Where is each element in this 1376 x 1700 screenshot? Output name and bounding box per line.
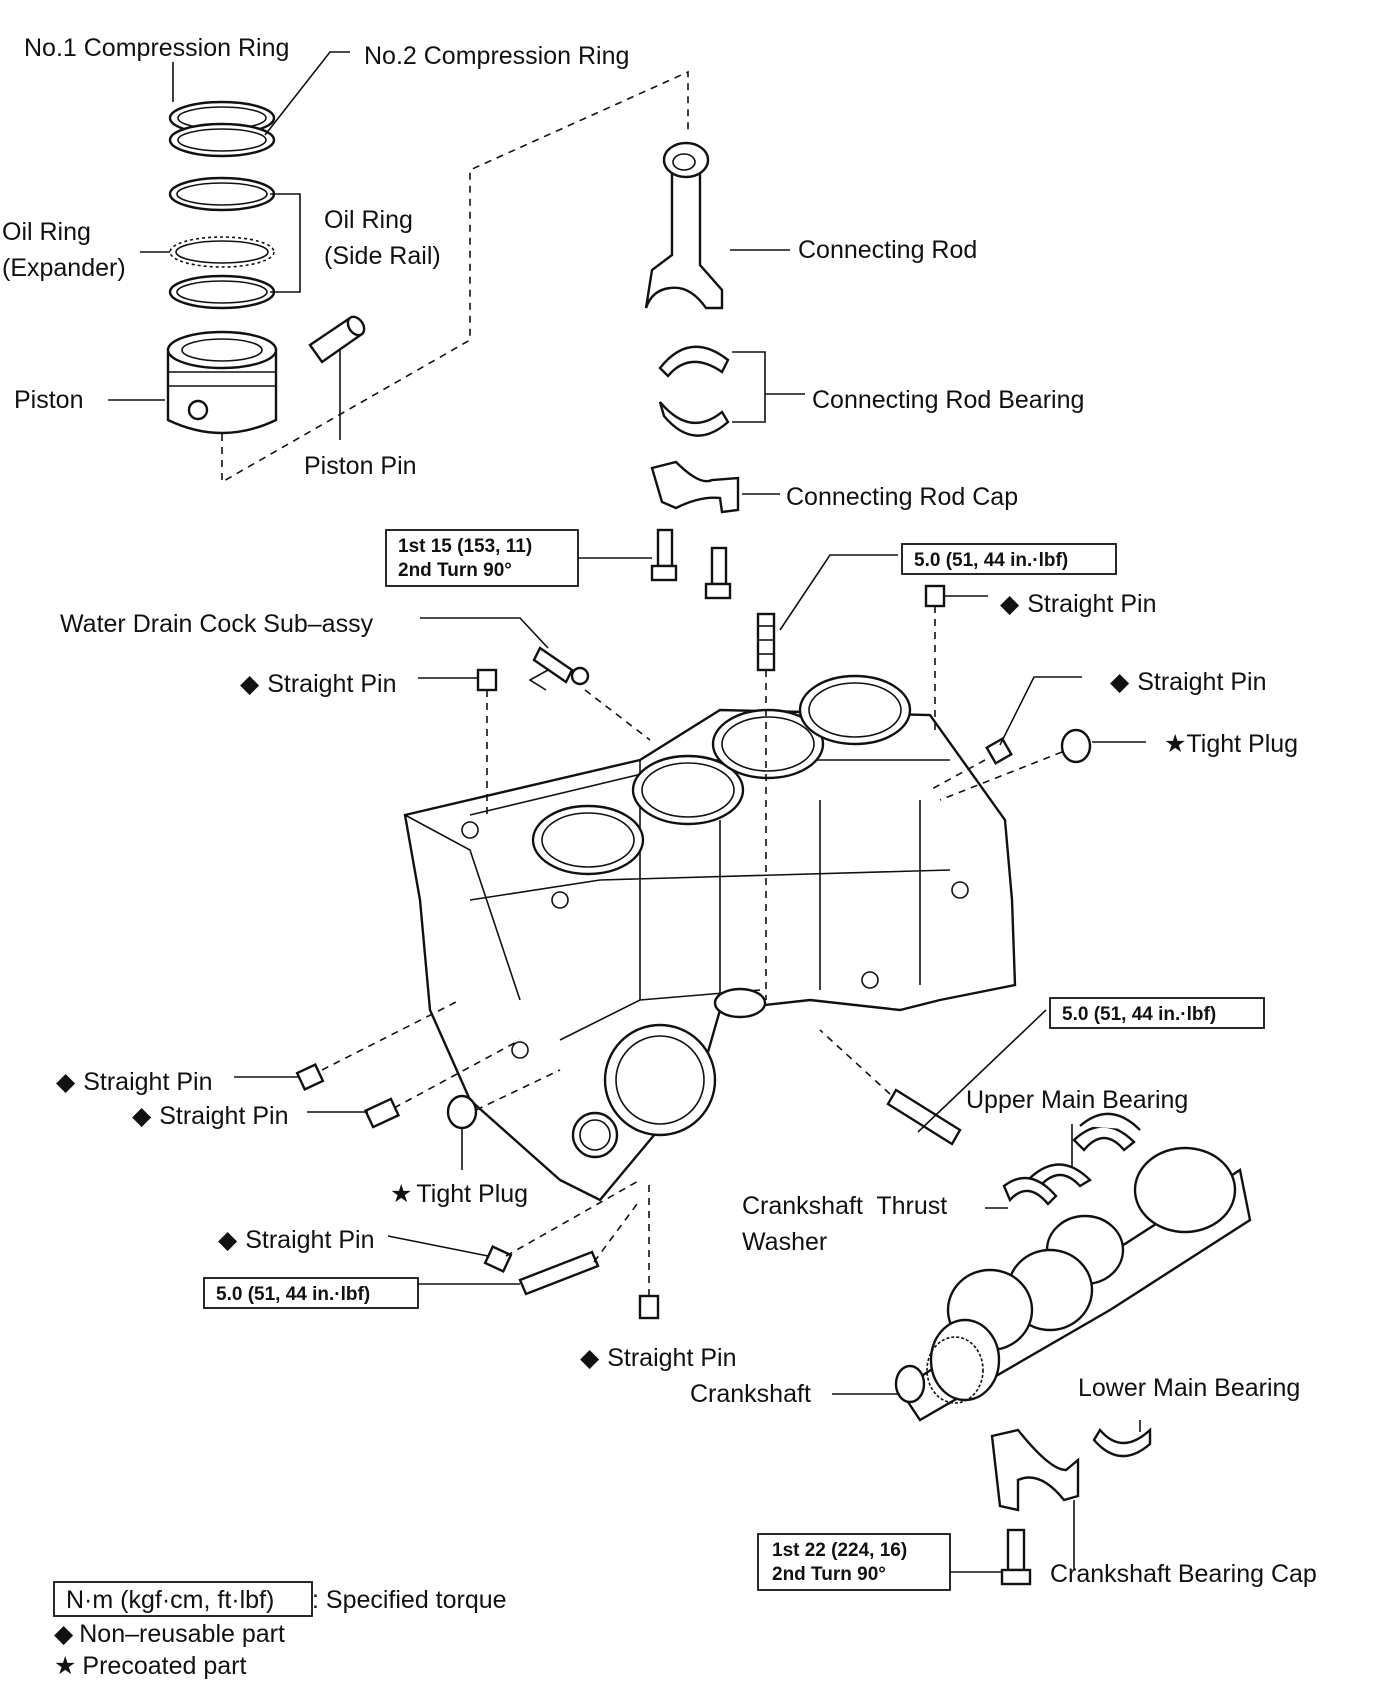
non-reusable-diamond-icon: ◆ [1110,668,1130,696]
oil-ring-side-rail-bottom [168,274,276,310]
connecting-rod-bearing-lower [658,401,730,437]
torque-box-stud-right: 5.0 (51, 44 in.·lbf) [1049,997,1265,1029]
legend-precoated: ★Precoated part [54,1652,246,1680]
connecting-rod-bearing-upper [658,345,730,378]
label-piston: Piston [14,386,83,414]
label-straight-pin-1: ◆Straight Pin [240,670,396,698]
svg-text:1st 15 (153, 11): 1st 15 (153, 11) [398,536,532,557]
oil-ring-expander [169,236,275,268]
water-drain-cock [528,646,590,691]
torque-box-stud-left: 5.0 (51, 44 in.·lbf) [203,1277,419,1309]
non-reusable-diamond-icon: ◆ [240,670,260,698]
label-straight-pin-2: ◆Straight Pin [1000,590,1156,618]
stud-bolt-right [886,1088,962,1146]
torque-box-rod-bolt: 1st 15 (153, 11) 2nd Turn 90° [385,529,579,587]
label-upper-main-bearing: Upper Main Bearing [966,1086,1188,1114]
non-reusable-diamond-icon: ◆ [1000,590,1020,618]
non-reusable-diamond-icon: ◆ [132,1102,152,1130]
label-connecting-rod-bearing: Connecting Rod Bearing [812,386,1084,414]
torque-box-cap-bolt: 1st 22 (224, 16) 2nd Turn 90° [757,1533,951,1591]
precoated-star-icon: ★ [1164,730,1186,758]
label-tight-plug-1: ★Tight Plug [1164,730,1298,758]
label-lower-main-bearing: Lower Main Bearing [1078,1374,1300,1402]
svg-text:5.0 (51, 44 in.·lbf): 5.0 (51, 44 in.·lbf) [914,550,1068,571]
upper-main-bearings [1028,1112,1141,1188]
piston [166,330,278,435]
stud-bolt-top [756,612,776,672]
thrust-washer [1002,1176,1058,1206]
stud-bolt-left [518,1250,600,1296]
label-oil-ring-side-line2: (Side Rail) [324,242,441,270]
label-straight-pin-6: ◆Straight Pin [218,1226,374,1254]
torque-box-stud-top: 5.0 (51, 44 in.·lbf) [901,543,1117,575]
label-no2-compression-ring: No.2 Compression Ring [364,42,629,70]
cylinder-block [403,674,1017,1202]
connecting-rod-bolts [650,528,732,600]
label-oil-ring-expander-line2: (Expander) [2,254,126,282]
label-straight-pin-7: ◆Straight Pin [580,1344,736,1372]
label-crankshaft-thrust-line1: Crankshaft Thrust [742,1192,947,1220]
label-crankshaft: Crankshaft [690,1380,811,1408]
label-crankshaft-bearing-cap: Crankshaft Bearing Cap [1050,1560,1317,1588]
svg-text:5.0 (51, 44 in.·lbf): 5.0 (51, 44 in.·lbf) [216,1284,370,1305]
label-crankshaft-thrust-line2: Washer [742,1228,827,1256]
compression-ring-2 [168,122,276,158]
connecting-rod [644,141,724,310]
label-connecting-rod-cap: Connecting Rod Cap [786,483,1018,511]
svg-text:2nd Turn 90°: 2nd Turn 90° [772,1564,886,1585]
oil-ring-side-rail-top [168,176,276,212]
label-oil-ring-side-line1: Oil Ring [324,206,413,234]
crankshaft-bearing-cap [990,1428,1080,1586]
connecting-rod-cap [650,460,740,514]
label-piston-pin: Piston Pin [304,452,417,480]
svg-text:1st 22 (224, 16): 1st 22 (224, 16) [772,1540,907,1561]
lower-main-bearing [1092,1427,1152,1458]
legend: N·m (kgf·cm, ft·lbf) : Specified torque … [53,1581,507,1680]
svg-text:5.0 (51, 44 in.·lbf): 5.0 (51, 44 in.·lbf) [1062,1004,1216,1025]
piston-pin [308,315,366,364]
label-straight-pin-5: ◆Straight Pin [132,1102,288,1130]
crankshaft [894,1146,1252,1422]
tight-plug-parts [446,728,1092,1130]
non-reusable-diamond-icon: ◆ [54,1620,74,1648]
label-water-drain-cock: Water Drain Cock Sub–assy [60,610,374,638]
legend-unit-box: N·m (kgf·cm, ft·lbf) [66,1586,274,1614]
non-reusable-diamond-icon: ◆ [218,1226,238,1254]
legend-non-reusable: ◆Non–reusable part [54,1620,285,1648]
legend-unit-description: : Specified torque [312,1586,507,1614]
label-connecting-rod: Connecting Rod [798,236,977,264]
label-tight-plug-2: ★Tight Plug [390,1180,528,1208]
non-reusable-diamond-icon: ◆ [56,1068,76,1096]
label-no1-compression-ring: No.1 Compression Ring [24,34,289,62]
label-oil-ring-expander-line1: Oil Ring [2,218,91,246]
label-straight-pin-3: ◆Straight Pin [1110,668,1266,696]
non-reusable-diamond-icon: ◆ [580,1344,600,1372]
label-straight-pin-4: ◆Straight Pin [56,1068,212,1096]
precoated-star-icon: ★ [54,1652,76,1680]
precoated-star-icon: ★ [390,1180,412,1208]
svg-text:2nd Turn 90°: 2nd Turn 90° [398,560,512,581]
